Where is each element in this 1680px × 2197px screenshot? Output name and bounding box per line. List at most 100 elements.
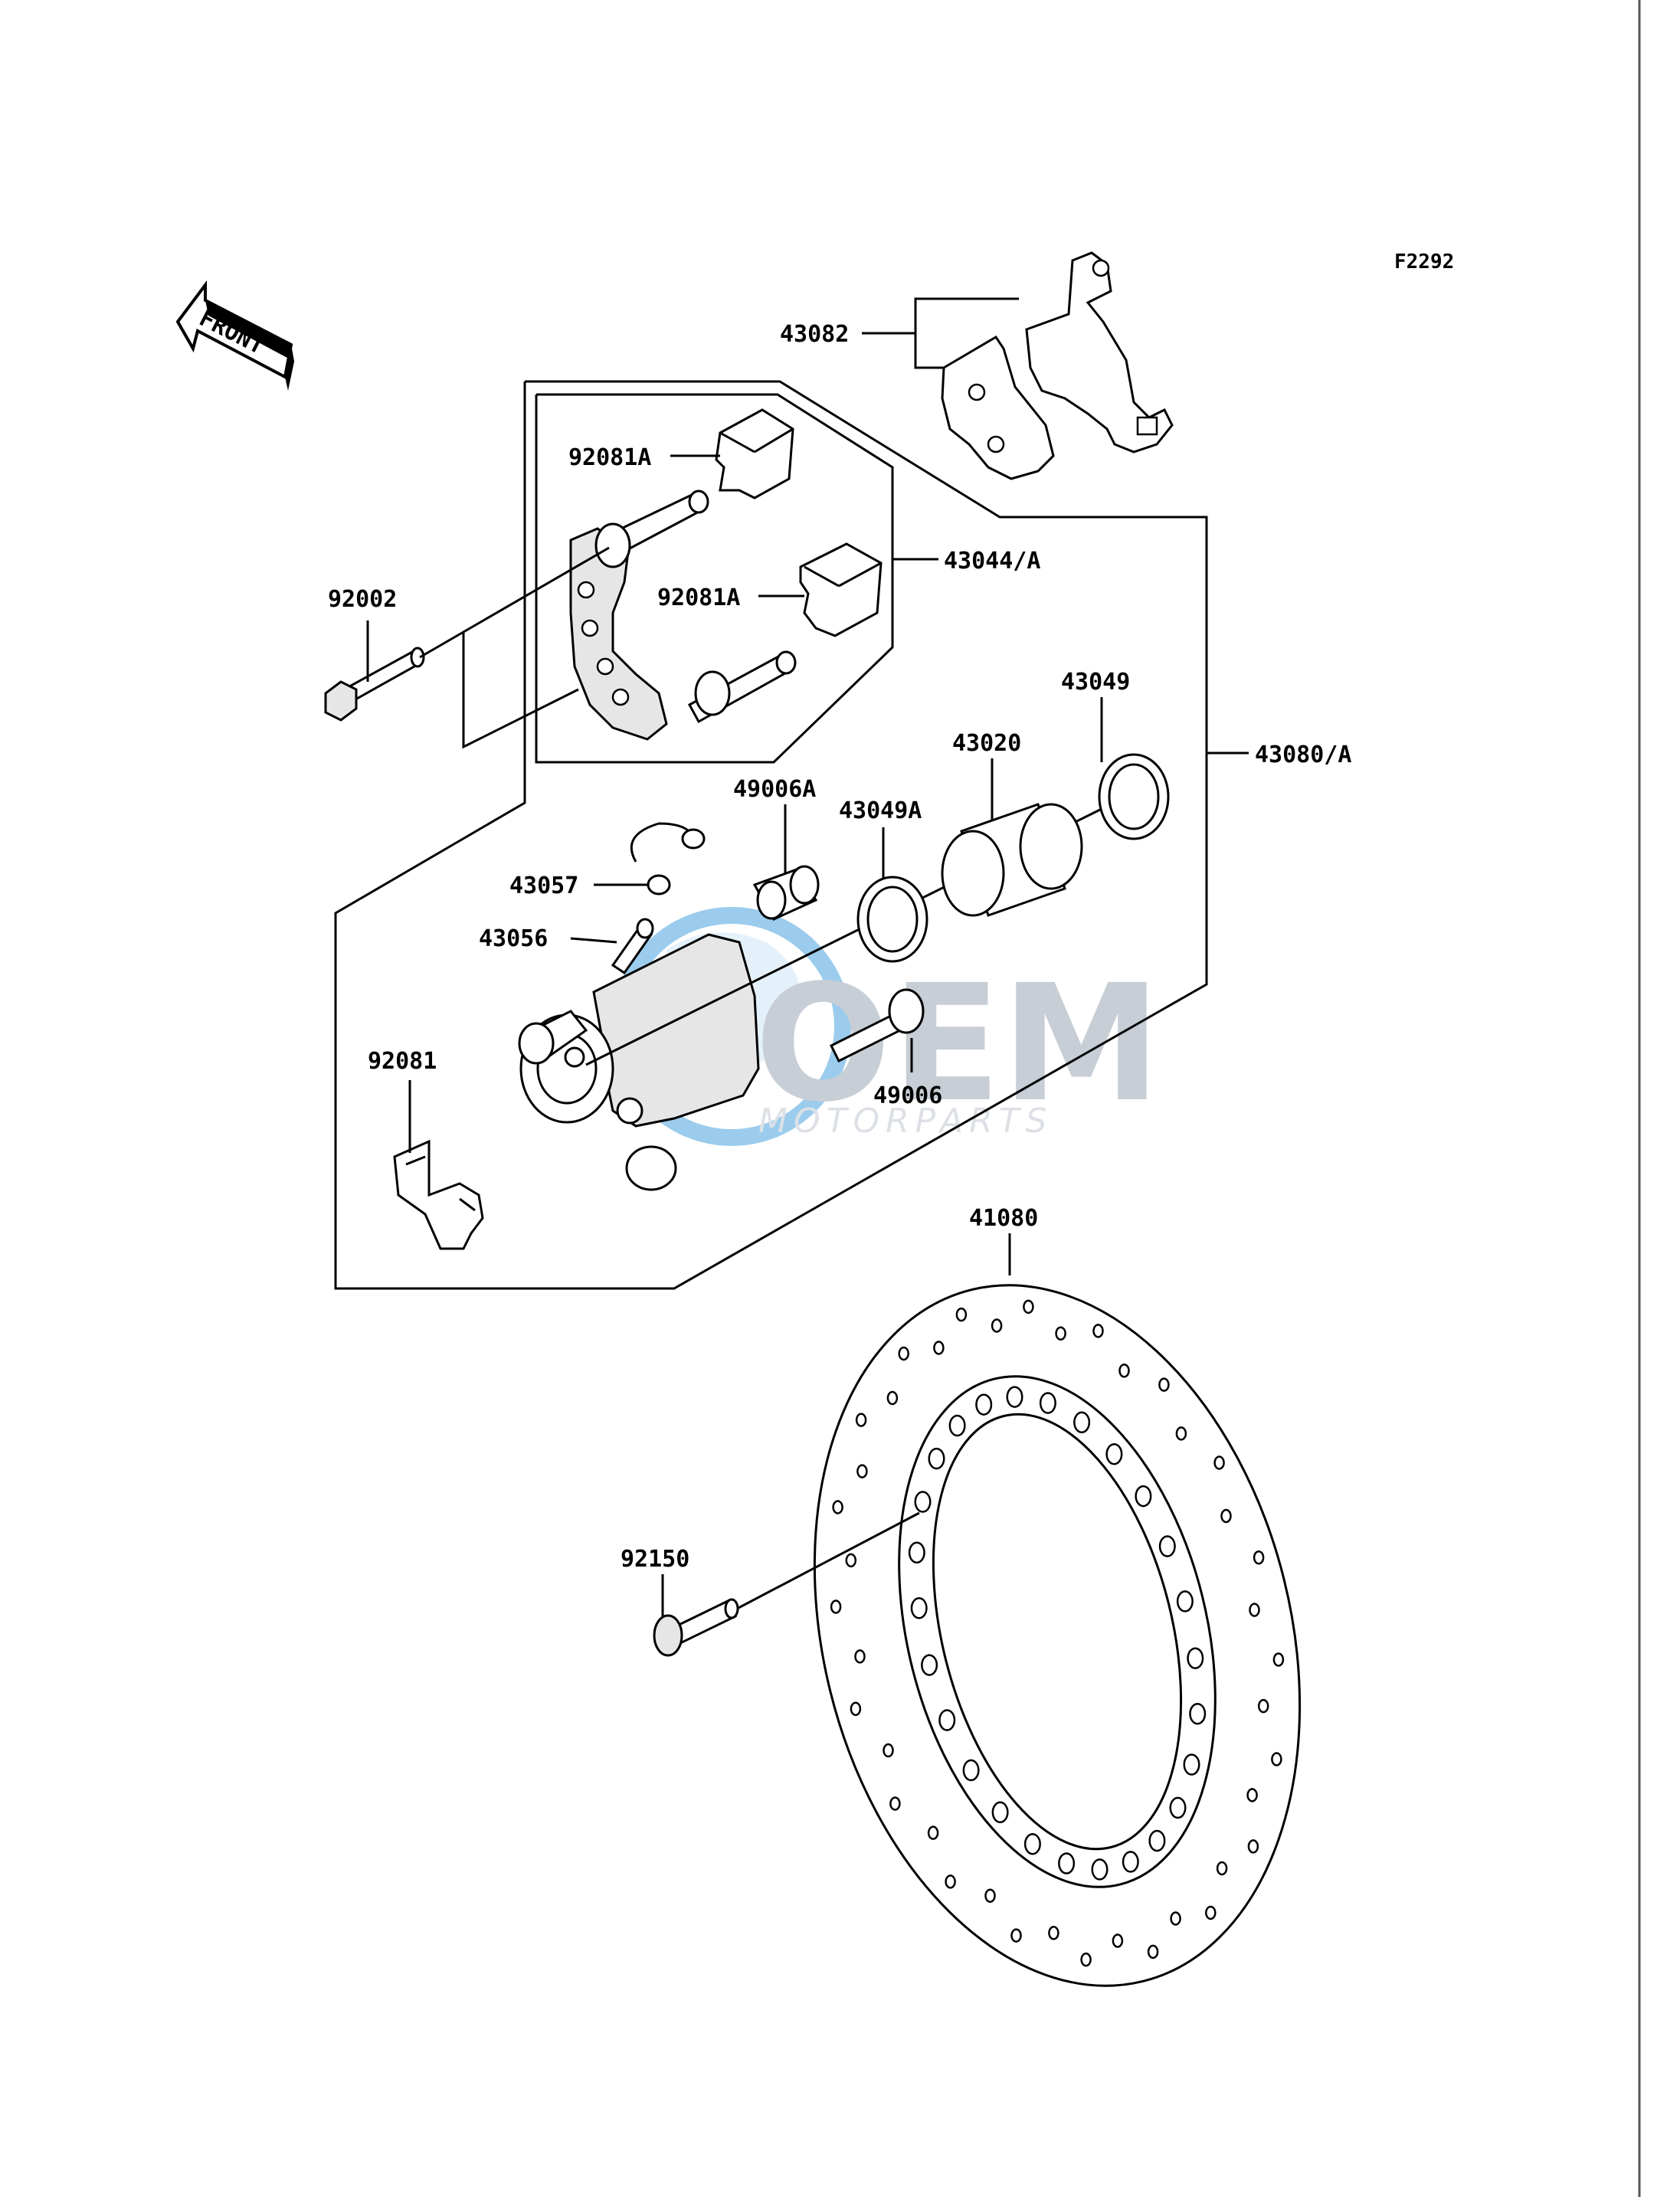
- label-43057: 43057: [509, 873, 578, 899]
- disc-hole: [1122, 1851, 1139, 1873]
- pad-spring-92081: [393, 1139, 484, 1250]
- label-92002: 92002: [328, 586, 397, 613]
- disc-hole: [1246, 1788, 1258, 1802]
- label-43044A: 43044/A: [944, 548, 1040, 575]
- label-92081A-mid: 92081A: [657, 584, 740, 611]
- disc-hole: [1048, 1926, 1059, 1940]
- label-43080A: 43080/A: [1255, 742, 1351, 768]
- disc-hole: [1105, 1442, 1123, 1465]
- leader-lines: [366, 297, 1249, 1616]
- disc-hole: [1213, 1455, 1225, 1470]
- disc-hole: [898, 1346, 909, 1361]
- disc-hole: [1148, 1829, 1166, 1852]
- bleed-valve-43056: [611, 918, 654, 975]
- disc-hole: [914, 1491, 932, 1513]
- disc-hole: [854, 1649, 866, 1664]
- label-92150: 92150: [621, 1546, 689, 1573]
- dust-seal-43049: [1098, 753, 1170, 840]
- label-43020: 43020: [952, 730, 1021, 757]
- disc-hole: [1249, 1603, 1260, 1617]
- disc-hole: [856, 1464, 868, 1478]
- disc-hole: [1158, 1377, 1170, 1392]
- bleed-cap-43057: [630, 822, 706, 895]
- disc-hole: [1272, 1652, 1285, 1667]
- disc-hole: [855, 1413, 867, 1427]
- disc-hole: [1023, 1832, 1041, 1855]
- front-arrow-icon: FRONT: [175, 280, 294, 391]
- disc-hole: [991, 1801, 1009, 1824]
- disc-hole: [1170, 1911, 1181, 1926]
- brake-disc-41080: [813, 1284, 1302, 1987]
- disc-hole: [1205, 1905, 1217, 1920]
- disc-hole: [927, 1825, 939, 1840]
- bolt-bracket-link: [462, 632, 579, 749]
- piston-43020: [941, 803, 1083, 917]
- disc-hole: [908, 1541, 925, 1564]
- disc-hole: [1216, 1861, 1228, 1876]
- bolt-axis: [419, 546, 610, 659]
- disc-hole: [1189, 1702, 1207, 1725]
- assembly-outline-43044A: [535, 393, 894, 764]
- disc-hole: [1247, 1839, 1259, 1854]
- disc-hole: [1175, 1426, 1187, 1441]
- disc-hole: [1010, 1928, 1022, 1943]
- disc-hole: [1055, 1326, 1066, 1341]
- disc-hole: [1271, 1752, 1282, 1766]
- disc-hole: [984, 1888, 996, 1903]
- disc-holes: [830, 1299, 1285, 1967]
- disc-hole: [1023, 1299, 1034, 1315]
- label-49006A: 49006A: [733, 776, 816, 803]
- caliper-bracket: [569, 489, 797, 741]
- disc-hole: [1112, 1933, 1124, 1948]
- label-41080: 41080: [969, 1205, 1038, 1232]
- pad-spring-92081A-top: [715, 408, 794, 499]
- disc-hole: [1058, 1852, 1076, 1874]
- disc-hole: [945, 1874, 956, 1889]
- disc-hole: [1257, 1698, 1269, 1714]
- disc-hole: [889, 1796, 901, 1811]
- pin-boot-49006A: [752, 865, 820, 921]
- slide-pin-49006: [829, 988, 925, 1063]
- label-43049A: 43049A: [839, 797, 922, 824]
- disc-hole: [910, 1597, 928, 1619]
- disc-bolt-92150: [653, 1598, 739, 1657]
- label-92081: 92081: [368, 1048, 437, 1075]
- disc-hole: [975, 1393, 993, 1416]
- disc-hole: [933, 1341, 945, 1355]
- disc-hole: [1118, 1364, 1130, 1378]
- disc-hole: [1092, 1324, 1104, 1338]
- disc-hole: [962, 1759, 980, 1782]
- label-49006: 49006: [873, 1082, 942, 1109]
- brake-pad-43082-rear: [1025, 251, 1174, 453]
- label-92081A-top: 92081A: [568, 444, 651, 471]
- disc-hole: [1158, 1535, 1176, 1557]
- disc-hole: [921, 1654, 938, 1676]
- disc-hole: [1169, 1796, 1187, 1819]
- disc-hole: [1147, 1944, 1159, 1960]
- disc-hole: [1080, 1952, 1092, 1967]
- disc-hole: [1183, 1753, 1200, 1776]
- disc-hole: [883, 1743, 894, 1758]
- disc-hole: [1253, 1550, 1265, 1565]
- disc-hole: [928, 1447, 945, 1470]
- watermark-tagline: MOTORPARTS: [758, 1102, 1053, 1141]
- disc-hole: [1187, 1647, 1204, 1669]
- disc-hole: [850, 1701, 862, 1717]
- disc-hole: [1006, 1386, 1023, 1408]
- disc-hole: [1091, 1858, 1109, 1881]
- disc-hole: [830, 1599, 842, 1614]
- watermark: OEM MOTORPARTS: [612, 907, 1161, 1146]
- disc-hole: [1176, 1590, 1194, 1613]
- disc-hole: [948, 1414, 966, 1437]
- disc-hole: [1039, 1392, 1056, 1414]
- brake-pad-43082-front: [941, 335, 1055, 480]
- disc-hole: [832, 1500, 843, 1514]
- pad-spring-92081A-mid: [799, 542, 883, 637]
- disc-hole: [1135, 1485, 1152, 1508]
- disc-hole: [886, 1390, 899, 1406]
- disc-hole: [955, 1307, 968, 1322]
- piston-seal-43049A: [856, 876, 928, 963]
- label-43082: 43082: [780, 321, 849, 348]
- label-43049: 43049: [1061, 669, 1130, 696]
